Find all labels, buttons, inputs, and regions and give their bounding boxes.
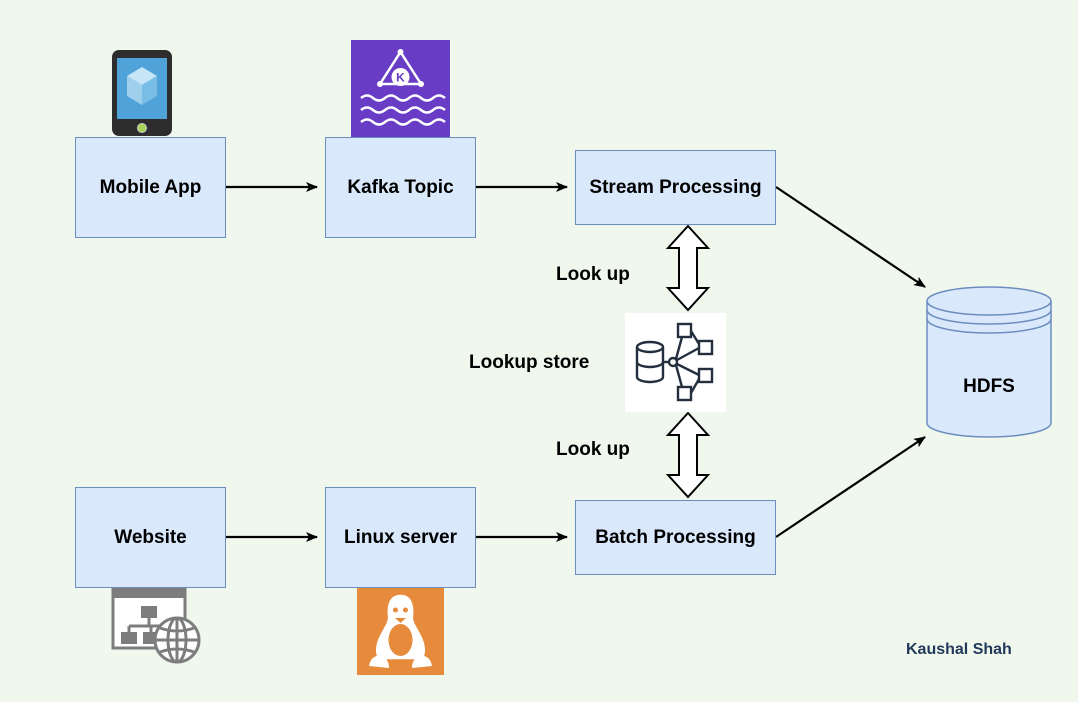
author-credit: Kaushal Shah: [906, 641, 1012, 658]
lookup-store-label: Lookup store: [469, 352, 590, 373]
svg-text:K: K: [396, 71, 405, 85]
website-sitemap-globe-icon: [111, 588, 201, 664]
database-network-icon: [625, 313, 726, 412]
mobile-phone-icon: [112, 50, 172, 136]
lookup-label-top: Look up: [556, 264, 630, 285]
double-arrow-lookup-bottom: [665, 411, 711, 499]
stream-processing-node[interactable]: Stream Processing: [575, 150, 776, 225]
batch-processing-node[interactable]: Batch Processing: [575, 500, 776, 575]
double-arrow-lookup-top: [665, 224, 711, 312]
arrow-batch-to-hdfs: [775, 436, 926, 538]
mobile-app-node[interactable]: Mobile App: [75, 137, 226, 238]
kafka-topic-node[interactable]: Kafka Topic: [325, 137, 476, 238]
hdfs-cylinder: HDFS: [926, 286, 1052, 438]
linux-server-node[interactable]: Linux server: [325, 487, 476, 588]
kafka-icon: K: [351, 40, 450, 137]
linux-tux-icon: [357, 588, 444, 675]
lookup-label-bottom: Look up: [556, 439, 630, 460]
hdfs-label: HDFS: [963, 376, 1015, 397]
website-node[interactable]: Website: [75, 487, 226, 588]
arrow-stream-to-hdfs: [775, 186, 926, 288]
